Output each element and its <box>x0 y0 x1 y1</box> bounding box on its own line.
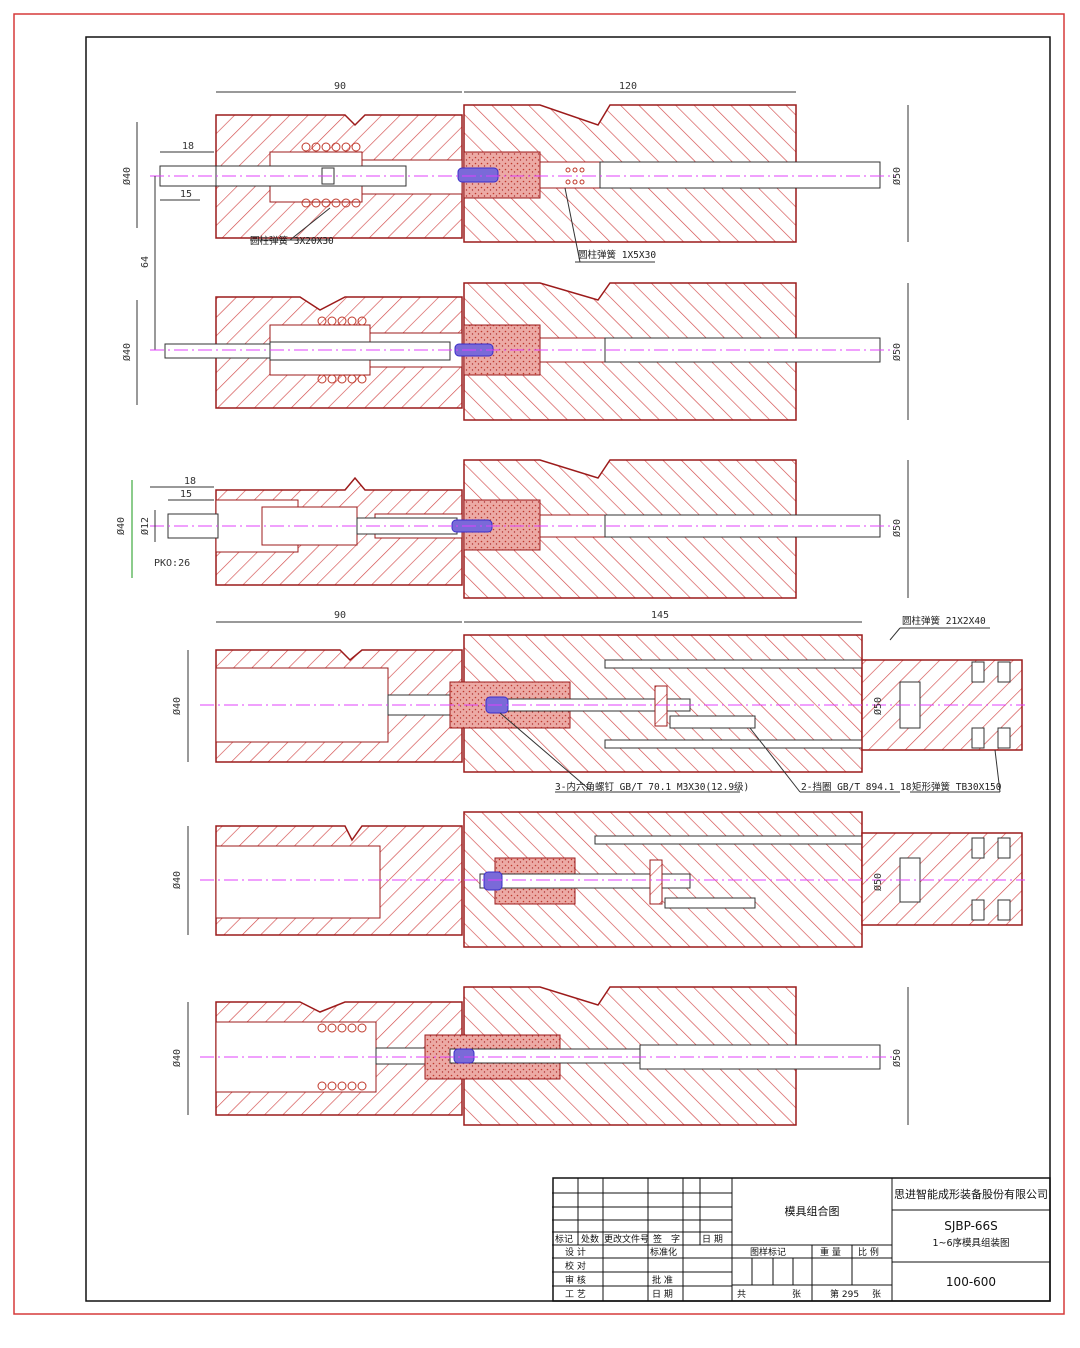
row-approve: 批 准 <box>652 1274 673 1286</box>
spring-coils-1 <box>301 142 361 208</box>
pko-label: PKO:26 <box>154 558 190 569</box>
drawing-subtitle: 1~6序模具组装图 <box>932 1237 1009 1249</box>
stage-5-assembly: Ø40 Ø50 <box>171 811 1025 948</box>
model-number: SJBP-66S <box>944 1219 998 1233</box>
callout-retainer: 2-挡圈 GB/T 894.1 18 <box>801 781 912 793</box>
callout-spring-21x2x40: 圆柱弹簧 21X2X40 <box>902 615 986 627</box>
dim-145: 145 <box>651 610 669 621</box>
dim-64: 64 <box>140 256 151 268</box>
callout-spring-1x5x30: 圆柱弹簧 1X5X30 <box>578 249 656 261</box>
col-signature: 签 字 <box>653 1233 680 1245</box>
dim-dia40-a: Ø40 <box>121 167 133 185</box>
row-review: 审 核 <box>565 1274 586 1286</box>
col-change-doc: 更改文件号 <box>604 1233 649 1245</box>
label-scale: 比 例 <box>858 1246 879 1258</box>
dim-18-a: 18 <box>182 141 194 152</box>
dim-dia50-e: Ø50 <box>872 873 884 891</box>
label-weight: 重 量 <box>820 1246 841 1258</box>
row-standard: 标准化 <box>650 1246 677 1258</box>
drawing-number: 100-600 <box>946 1275 996 1289</box>
dim-90-mid: 90 <box>334 610 346 621</box>
label-sheet-no: 第 295 <box>830 1288 859 1300</box>
drawing-title: 模具组合图 <box>785 1204 840 1218</box>
col-date: 日 期 <box>702 1234 723 1245</box>
row-check: 校 对 <box>565 1260 586 1272</box>
company-name: 思进智能成形装备股份有限公司 <box>894 1187 1048 1201</box>
callout-screw: 3-内六角螺钉 GB/T 70.1 M3X30(12.9级) <box>555 781 749 793</box>
stage-1-assembly: 90 120 18 15 Ø40 Ø50 64 圆柱弹簧 3X20X30 圆柱弹… <box>121 81 909 350</box>
dim-dia40-f: Ø40 <box>171 1049 183 1067</box>
dim-120: 120 <box>619 81 637 92</box>
label-total: 共 <box>737 1289 746 1300</box>
dim-dia40-d: Ø40 <box>171 697 183 715</box>
dim-dia50-f: Ø50 <box>891 1049 903 1067</box>
callout-rect-spring: 矩形弹簧 TB30X150 <box>912 781 1002 793</box>
dim-dia12-c: Ø12 <box>139 517 151 535</box>
row-date2: 日 期 <box>652 1289 673 1300</box>
stage-6-assembly: Ø40 Ø50 <box>171 986 909 1126</box>
row-design: 设 计 <box>565 1246 586 1258</box>
dim-15-c: 15 <box>180 489 192 500</box>
dim-18-c: 18 <box>184 476 196 487</box>
dim-15-a: 15 <box>180 189 192 200</box>
trim-border <box>13 13 1065 1315</box>
dim-dia50-d: Ø50 <box>872 697 884 715</box>
row-process: 工 艺 <box>565 1289 586 1300</box>
dim-dia50-c: Ø50 <box>891 519 903 537</box>
dim-dia50-a: Ø50 <box>891 167 903 185</box>
dim-dia40-c: Ø40 <box>115 517 127 535</box>
dim-dia40-b: Ø40 <box>121 343 133 361</box>
dim-dia50-b: Ø50 <box>891 343 903 361</box>
col-mark: 标记 <box>555 1233 573 1245</box>
title-block-text: 模具组合图 思进智能成形装备股份有限公司 SJBP-66S 1~6序模具组装图 … <box>555 1187 1048 1300</box>
col-count: 处数 <box>581 1233 599 1245</box>
label-sheet-unit2: 张 <box>872 1289 881 1300</box>
label-sample-mark: 图样标记 <box>750 1246 786 1258</box>
label-sheet-unit: 张 <box>792 1289 801 1300</box>
title-block <box>552 1177 1051 1302</box>
callout-spring-3x20x30: 圆柱弹簧 3X20X30 <box>250 235 334 247</box>
dim-dia40-e: Ø40 <box>171 871 183 889</box>
stage-2-assembly: Ø40 Ø50 <box>121 282 909 421</box>
stage-3-assembly: 18 15 Ø40 Ø12 PKO:26 Ø50 <box>115 459 909 599</box>
dim-90-top: 90 <box>334 81 346 92</box>
stage-4-assembly: 90 145 Ø40 Ø50 圆柱弹簧 21X2X40 3-内六角螺钉 GB/T… <box>171 610 1025 793</box>
